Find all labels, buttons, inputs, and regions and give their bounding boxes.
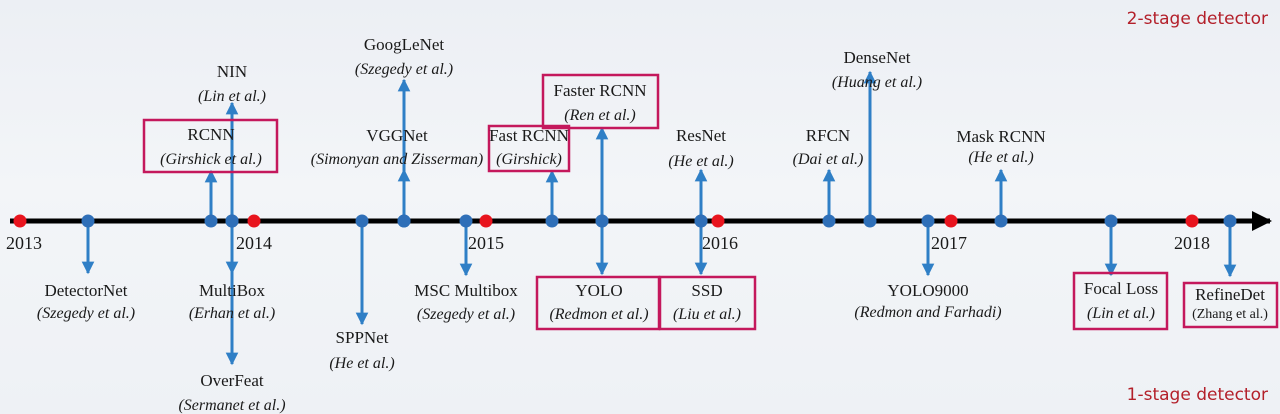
label-authors-msc-multibox: (Szegedy et al.) [417,306,515,323]
label-authors-faster-rcnn: (Ren et al.) [564,107,636,124]
node-mask-rcnn [994,214,1008,228]
label-authors-rcnn: (Girshick et al.) [160,151,262,168]
node-fast-rcnn [545,214,559,228]
two-stage-caption: 2-stage detector [1127,9,1268,29]
node-yolo9000 [921,214,935,228]
label-name-focal-loss: Focal Loss [1084,279,1158,298]
year-dot-2016 [711,214,725,228]
label-authors-ssd: (Liu et al.) [673,306,741,323]
label-name-mask-rcnn: Mask RCNN [956,127,1045,146]
label-name-nin: NIN [217,62,247,81]
label-authors-sppnet: (He et al.) [329,355,394,372]
year-dot-2015 [479,214,493,228]
node-rfcn [822,214,836,228]
label-name-resnet: ResNet [676,126,726,145]
dot-layer [13,214,1237,228]
label-name-yolo9000: YOLO9000 [887,281,968,300]
label-authors-resnet: (He et al.) [668,153,733,170]
year-label-2014: 2014 [236,233,272,253]
label-name-yolo: YOLO [575,281,622,300]
highlight-box-faster-rcnn [541,73,660,130]
node-vggnet [397,214,411,228]
highlight-box-rcnn [142,118,279,174]
label-authors-vggnet: (Simonyan and Zisserman) [311,151,483,168]
label-name-overfeat: OverFeat [200,371,264,390]
year-label-2013: 2013 [6,233,42,253]
label-name-msc-multibox: MSC Multibox [414,281,518,300]
year-dot-2014 [247,214,261,228]
label-name-rfcn: RFCN [806,126,850,145]
year-label-2015: 2015 [468,233,504,253]
node-detectornet [81,214,95,228]
highlight-box-focal-loss [1072,271,1169,331]
label-name-multibox: MultiBox [199,281,266,300]
label-name-rcnn: RCNN [187,125,234,144]
label-name-fast-rcnn: Fast RCNN [489,126,569,145]
node-msc-multibox [459,214,473,228]
label-layer: 2013 2014 2015 2016 2017 2018 NIN (Lin et al.) R… [6,35,1279,414]
year-dot-2018 [1185,214,1199,228]
label-name-refinedet: RefineDet [1195,285,1265,304]
label-authors-overfeat: (Sermanet et al.) [178,397,285,414]
one-stage-caption: 1-stage detector [1127,385,1268,405]
node-sppnet [355,214,369,228]
node-overfeat [225,214,239,228]
label-name-densenet: DenseNet [843,48,910,67]
highlight-box-refinedet [1182,281,1279,329]
year-label-2018: 2018 [1174,233,1210,253]
node-ssd [694,214,708,228]
node-refinedet [1223,214,1237,228]
label-authors-yolo: (Redmon et al.) [549,306,648,323]
year-label-2017: 2017 [931,233,967,253]
year-dot-2017 [944,214,958,228]
node-yolo [595,214,609,228]
label-authors-yolo9000: (Redmon and Farhadi) [854,304,1001,321]
node-rcnn [204,214,218,228]
label-authors-fast-rcnn: (Girshick) [496,151,562,168]
year-dot-2013 [13,214,27,228]
highlight-box-ssd [658,275,757,331]
label-authors-refinedet: (Zhang et al.) [1192,307,1268,322]
label-name-faster-rcnn: Faster RCNN [553,81,646,100]
label-authors-multibox: (Erhan et al.) [189,305,275,322]
label-name-vggnet: VGGNet [366,126,428,145]
label-authors-mask-rcnn: (He et al.) [968,149,1033,166]
label-authors-nin: (Lin et al.) [198,88,266,105]
label-name-sppnet: SPPNet [336,328,389,347]
node-densenet [863,214,877,228]
year-label-2016: 2016 [702,233,738,253]
label-name-googlenet: GoogLeNet [364,35,445,54]
label-authors-densenet: (Huang et al.) [832,74,922,91]
label-name-detectornet: DetectorNet [44,281,127,300]
label-authors-rfcn: (Dai et al.) [793,151,864,168]
node-focal-loss [1104,214,1118,228]
label-name-ssd: SSD [691,281,722,300]
label-authors-focal-loss: (Lin et al.) [1087,305,1155,322]
connector-layer [81,70,1237,366]
label-authors-detectornet: (Szegedy et al.) [37,305,135,322]
highlight-box-fast-rcnn [487,124,571,173]
label-authors-googlenet: (Szegedy et al.) [355,61,453,78]
